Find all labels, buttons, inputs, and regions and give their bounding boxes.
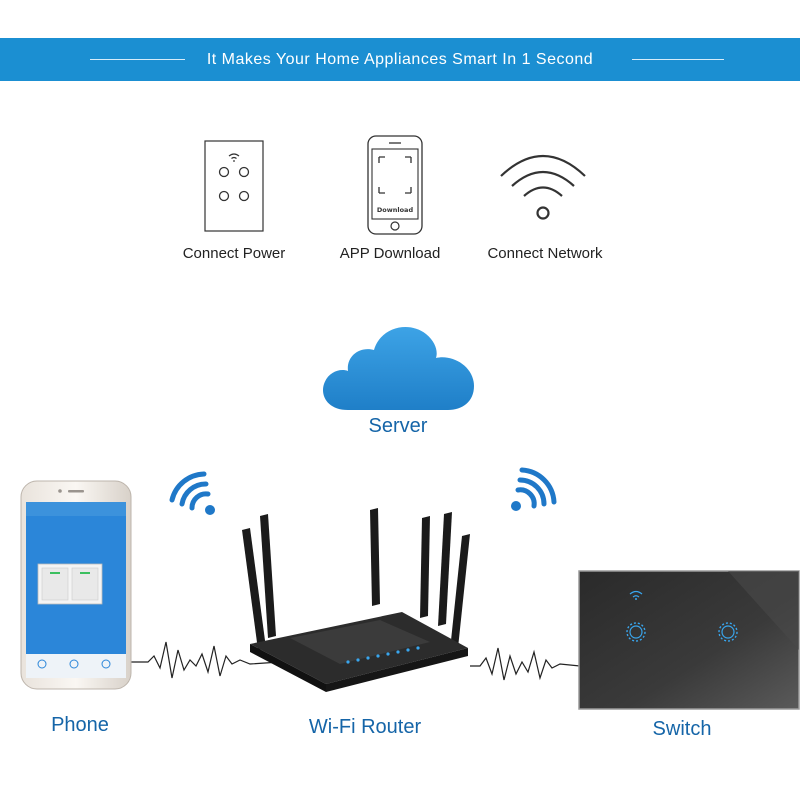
router-device: [242, 508, 470, 692]
pulse-line-right: [470, 647, 580, 681]
step-label-app-download: APP Download: [339, 245, 441, 262]
banner-right-rule: [632, 59, 724, 60]
switch-device: [578, 570, 800, 710]
router-label: Wi-Fi Router: [308, 716, 422, 738]
top-banner: It Makes Your Home Appliances Smart In 1…: [0, 38, 800, 81]
banner-title: It Makes Your Home Appliances Smart In 1…: [206, 51, 594, 68]
smartphone-icon: Download: [367, 135, 423, 235]
signal-left-icon: [169, 471, 215, 515]
wifi-icon: [500, 155, 586, 220]
step-label-connect-power: Connect Power: [182, 245, 286, 262]
wall-switch-icon: [204, 140, 264, 232]
signal-right-icon: [511, 467, 557, 511]
phone-device: [20, 480, 132, 690]
pulse-line-left: [130, 641, 280, 679]
switch-label: Switch: [652, 718, 712, 740]
server-label: Server: [368, 415, 428, 437]
phone-label: Phone: [51, 714, 109, 736]
cloud-icon: [323, 327, 474, 410]
step-label-connect-network: Connect Network: [487, 245, 603, 262]
banner-left-rule: [90, 59, 185, 60]
download-text: Download: [377, 206, 414, 214]
